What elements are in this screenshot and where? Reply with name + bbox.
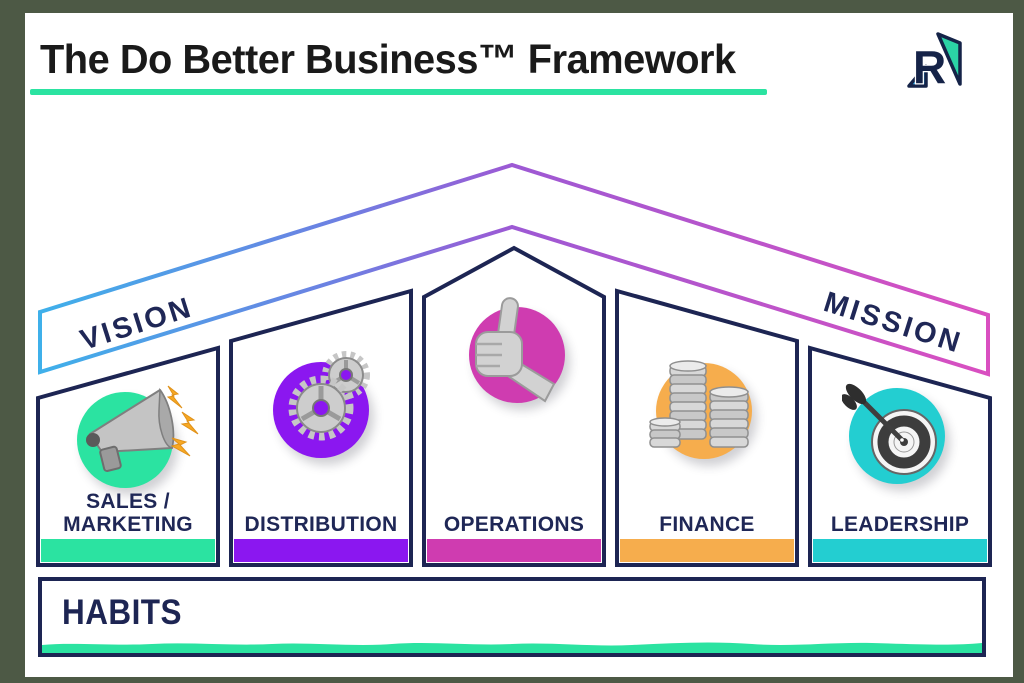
thumbs-up-icon [475,297,556,403]
megaphone-icon [86,385,199,472]
habits-foundation-box: HABITS [38,577,986,657]
label-line: MARKETING [63,512,193,536]
label-line: SALES / [86,490,170,514]
pillar-label-leadership: LEADERSHIP [813,486,987,536]
pillar-bar-distribution [234,539,408,562]
label-line: OPERATIONS [443,512,585,536]
label-line: FINANCE [659,512,755,536]
pillar-bar-finance [620,539,794,562]
habits-brush-stroke [42,642,982,653]
logo-teal-shape [936,32,962,86]
company-logo: R [907,32,962,94]
pillar-label-operations: OPERATIONS [427,486,601,536]
label-line: DISTRIBUTION [244,512,398,536]
pillar-label-finance: FINANCE [620,486,794,536]
page-title: The Do Better Business™ Framework [40,36,736,82]
pillar-bar-sales-marketing [41,539,215,562]
pillar-bar-leadership [813,539,987,562]
habits-label: HABITS [62,593,182,632]
coins-icon [649,360,749,448]
dart-target-icon [842,383,937,475]
pillar-bar-operations [427,539,601,562]
pillar-outline-operations [422,245,606,567]
logo-letter: R [913,41,946,93]
pillar-label-sales-marketing: SALES / MARKETING [41,486,215,536]
pillar-label-distribution: DISTRIBUTION [234,486,408,536]
logo-blue-shape [907,64,928,88]
label-line: LEADERSHIP [830,512,970,536]
roof-ribbon [38,162,990,377]
gears-icon [288,351,370,441]
title-underline [30,89,767,95]
